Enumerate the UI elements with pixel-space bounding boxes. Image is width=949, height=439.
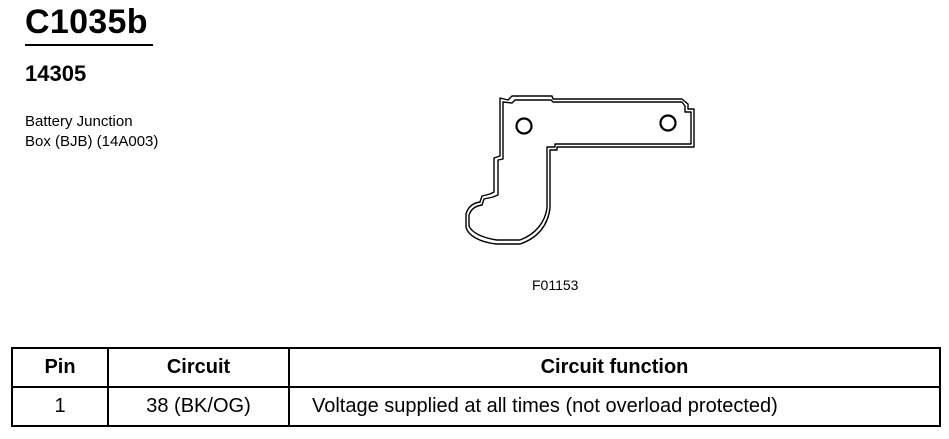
part-number: 14305 xyxy=(25,61,87,86)
circuit-cell: 38 (BK/OG) xyxy=(107,386,290,427)
connector-outline-inner xyxy=(468,99,692,241)
connector-id: C1035b xyxy=(25,3,148,41)
connector-id-underline xyxy=(25,44,153,46)
circuit-function-cell: Voltage supplied at all times (not overl… xyxy=(288,386,941,427)
connector-face-drawing xyxy=(465,95,695,245)
header-circuit: Circuit xyxy=(107,347,290,388)
table-header-row: Pin Circuit Circuit function xyxy=(11,347,941,388)
connector-description: Battery Junction Box (BJB) (14A003) xyxy=(25,112,225,152)
table-row: 1 38 (BK/OG) Voltage supplied at all tim… xyxy=(11,386,941,427)
description-line: Box (BJB) (14A003) xyxy=(25,133,159,150)
figure-code: F01153 xyxy=(532,277,579,293)
pin-table: Pin Circuit Circuit function 1 38 (BK/OG… xyxy=(11,347,941,427)
terminal-hole xyxy=(515,117,533,135)
pin-cell: 1 xyxy=(11,386,109,427)
header-pin: Pin xyxy=(11,347,109,388)
description-line: Battery Junction xyxy=(25,113,133,130)
header-circuit-function: Circuit function xyxy=(288,347,941,388)
connector-outline-outer xyxy=(465,95,695,245)
terminal-hole xyxy=(659,114,677,132)
